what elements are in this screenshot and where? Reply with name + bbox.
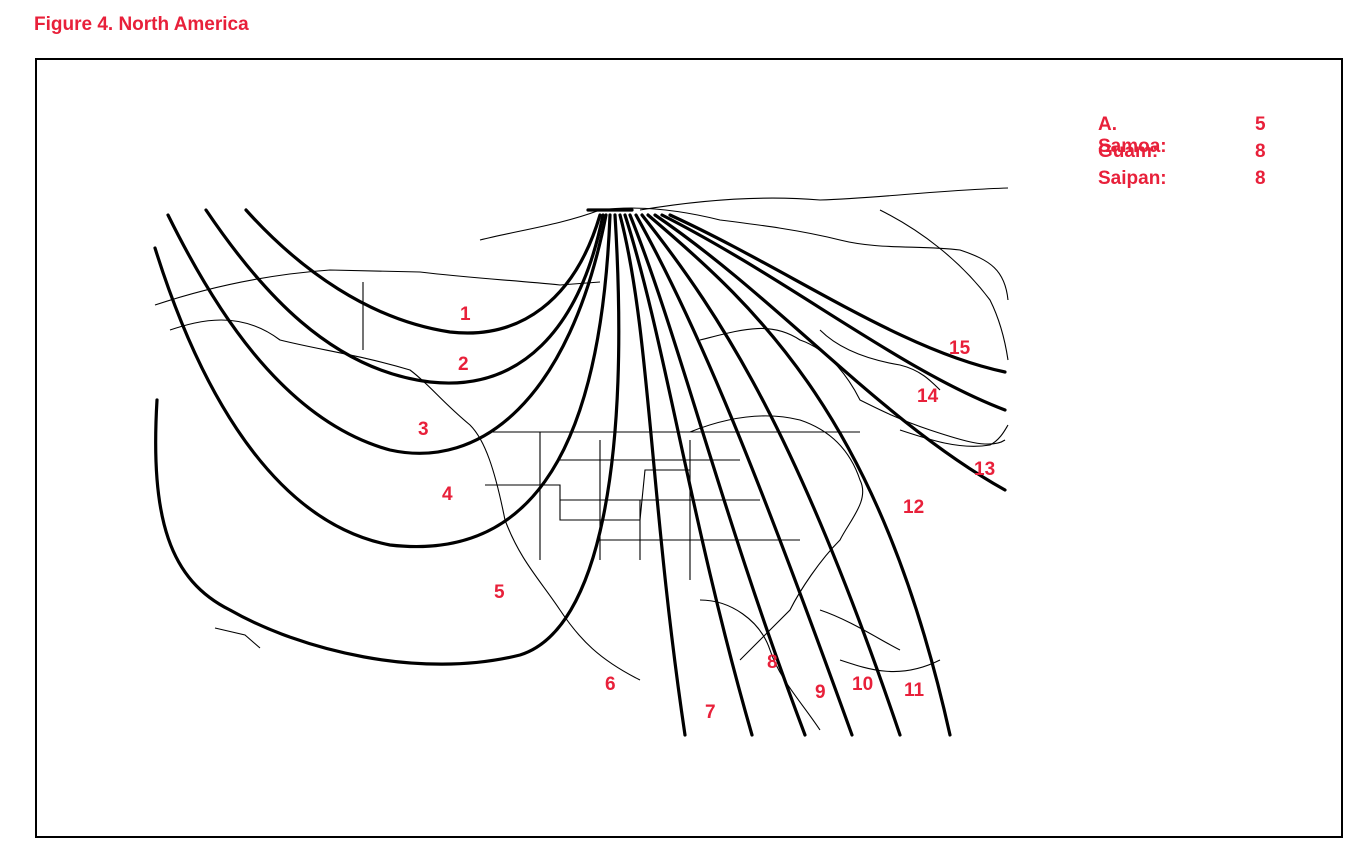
zone-boundary: [204, 208, 605, 385]
zone-label: 11: [904, 680, 925, 701]
legend-name: Saipan:: [1098, 168, 1167, 189]
zone-boundary: [623, 213, 754, 737]
zone-label: 14: [917, 386, 939, 407]
legend-name: A. Samoa:: [1098, 114, 1167, 157]
zone-boundary: [244, 208, 602, 335]
zone-boundary: [166, 213, 608, 455]
zone-boundary: [653, 213, 1007, 492]
zone-boundary: [154, 213, 621, 666]
zone-label: 10: [852, 674, 873, 695]
zone-label: 5: [494, 582, 505, 603]
zone-boundary: [628, 213, 807, 737]
zone-label: 7: [705, 702, 716, 723]
zone-boundary: [668, 213, 1007, 374]
coastlines: [154, 187, 1009, 731]
zone-label: 1: [460, 304, 471, 325]
zone-label: 13: [974, 459, 995, 480]
legend-value: 8: [1255, 168, 1266, 189]
zone-label: 3: [418, 419, 429, 440]
zone-label: 15: [949, 338, 971, 359]
legend-value: 5: [1255, 114, 1266, 135]
figure-title: Figure 4. North America: [34, 14, 249, 35]
legend-name: Guam:: [1098, 141, 1159, 162]
zone-label: 9: [815, 682, 826, 703]
zone-label: 6: [605, 674, 616, 695]
zone-boundary: [640, 213, 902, 737]
zone-boundary: [646, 213, 952, 737]
map-frame: [35, 58, 1343, 838]
legend-value: 8: [1255, 141, 1266, 162]
zone-boundary: [618, 213, 687, 737]
zone-label: 8: [767, 652, 778, 673]
zone-boundary: [660, 213, 1007, 412]
zone-boundary: [153, 213, 612, 549]
zone-boundaries: [153, 208, 1007, 737]
zone-labels: 1 2 3 4 5 6 7 8 9 10 11 12 13 14 15: [418, 304, 995, 723]
zone-label: 4: [442, 484, 453, 505]
zone-label: 12: [903, 497, 924, 518]
zone-boundary: [634, 213, 854, 737]
zone-label: 2: [458, 354, 469, 375]
